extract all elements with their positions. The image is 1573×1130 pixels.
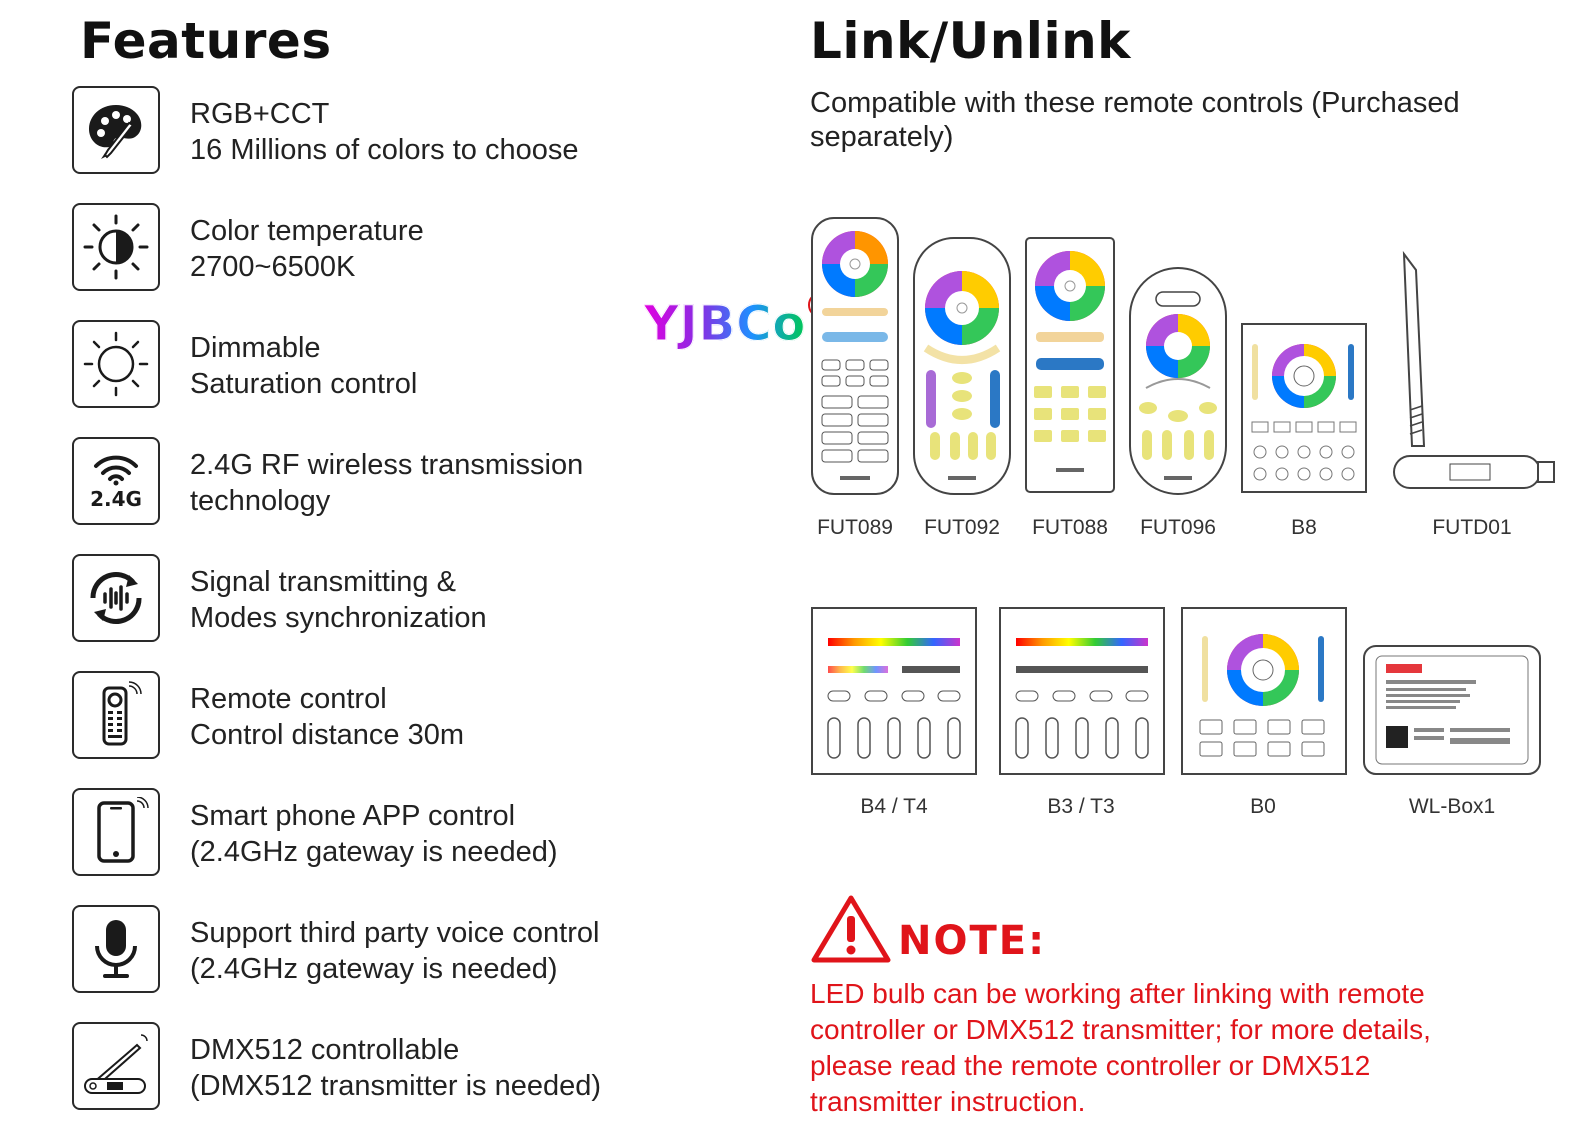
signal-sync-icon [72, 554, 160, 642]
remote-label: B4 / T4 [860, 795, 928, 818]
remote-fut096-image [1129, 267, 1227, 495]
smartphone-icon [72, 788, 160, 876]
feature-line2: Control distance 30m [190, 719, 465, 751]
feature-item-remote-control: Remote control Control distance 30m [72, 671, 692, 763]
feature-line1: Smart phone APP control [190, 800, 516, 832]
note-text: LED bulb can be working after linking wi… [810, 978, 1431, 1117]
feature-line2: (2.4GHz gateway is needed) [190, 953, 558, 985]
wifi-2-4g-icon: 2.4G [72, 437, 160, 525]
sun-dimmer-icon [72, 320, 160, 408]
feature-line1: Signal transmitting & [190, 566, 456, 598]
features-title: Features [80, 12, 332, 70]
remote-b8-image [1241, 323, 1367, 493]
remote-label: FUT088 [1032, 516, 1108, 539]
feature-item-signal-sync: Signal transmitting & Modes synchronizat… [72, 554, 692, 646]
feature-line1: DMX512 controllable [190, 1034, 460, 1066]
feature-item-voice-control: Support third party voice control (2.4GH… [72, 905, 692, 997]
feature-line1: Support third party voice control [190, 917, 600, 949]
remote-futd01-image [1393, 250, 1555, 489]
feature-item-rgbcct: RGB+CCT 16 Millions of colors to choose [72, 86, 692, 178]
compatible-remotes-text: Compatible with these remote controls (P… [810, 87, 1460, 153]
color-temperature-icon [72, 203, 160, 291]
remote-label: WL-Box1 [1408, 795, 1496, 818]
palette-icon [72, 86, 160, 174]
feature-line2: Modes synchronization [190, 602, 487, 634]
feature-item-dmx512: DMX512 controllable (DMX512 transmitter … [72, 1022, 692, 1114]
feature-line1: Color temperature [190, 215, 424, 247]
dmx-transmitter-icon [72, 1022, 160, 1110]
feature-item-rf-wireless: 2.4G 2.4G RF wireless transmission techn… [72, 437, 692, 529]
feature-item-color-temperature: Color temperature 2700~6500K [72, 203, 692, 295]
feature-line1: RGB+CCT [190, 98, 330, 130]
warning-triangle-icon [811, 895, 891, 963]
remote-wl-box1-image [1363, 645, 1541, 775]
remote-label: B8 [1291, 516, 1317, 539]
remote-label: FUTD01 [1432, 516, 1512, 539]
remote-fut088-image [1025, 237, 1115, 493]
feature-line1: 2.4G RF wireless transmission [190, 449, 584, 481]
feature-line2: technology [190, 485, 331, 517]
feature-line2: Saturation control [190, 368, 418, 400]
remote-label: FUT096 [1140, 516, 1216, 539]
wifi-icon-label: 2.4G [90, 487, 142, 511]
remote-b0-image [1181, 607, 1347, 775]
note-title: NOTE: [898, 918, 1047, 964]
feature-line2: (DMX512 transmitter is needed) [190, 1070, 601, 1102]
feature-item-smartphone: Smart phone APP control (2.4GHz gateway … [72, 788, 692, 880]
remote-b3-t3-image [999, 607, 1165, 775]
remote-label: FUT092 [924, 516, 1000, 539]
remote-label: B3 / T3 [1047, 795, 1115, 818]
remote-label: B0 [1250, 795, 1276, 818]
link-unlink-title: Link/Unlink [810, 12, 1131, 70]
feature-line2: 2700~6500K [190, 251, 356, 283]
feature-item-dimmable: Dimmable Saturation control [72, 320, 692, 412]
feature-line1: Remote control [190, 683, 387, 715]
remote-control-icon [72, 671, 160, 759]
feature-line1: Dimmable [190, 332, 321, 364]
remote-b4-t4-image [811, 607, 977, 775]
brand-watermark: YJBCo [643, 296, 807, 353]
remote-label: FUT089 [817, 516, 893, 539]
remote-fut092-image [913, 237, 1011, 495]
feature-line2: 16 Millions of colors to choose [190, 134, 579, 166]
remote-fut089-image [811, 217, 899, 495]
feature-line2: (2.4GHz gateway is needed) [190, 836, 558, 868]
microphone-icon [72, 905, 160, 993]
